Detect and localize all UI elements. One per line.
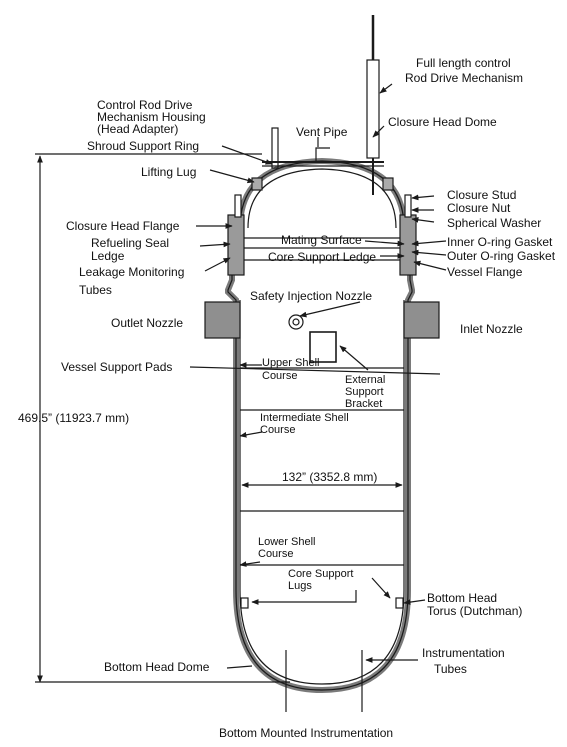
lower-shell-label-2: Course bbox=[258, 548, 294, 560]
intermediate-shell-label-2: Course bbox=[260, 424, 296, 436]
safety-injection-nozzle bbox=[288, 314, 304, 330]
core-support-lugs-label-2: Lugs bbox=[288, 580, 312, 592]
crdm-housing-label-2: Mechanism Housing bbox=[97, 110, 206, 124]
instrumentation-tubes-label-1: Instrumentation bbox=[422, 646, 505, 660]
vent-pipe bbox=[315, 147, 330, 162]
refueling-seal-label-1: Refueling Seal bbox=[91, 236, 170, 250]
external-support-label-2: Support bbox=[345, 386, 384, 398]
crdm-housing bbox=[271, 127, 279, 169]
inner-oring-label: Inner O-ring Gasket bbox=[447, 235, 553, 249]
bottom-head-torus-label-2: Torus (Dutchman) bbox=[427, 604, 523, 618]
outlet-nozzle bbox=[204, 301, 241, 339]
inlet-nozzle-label: Inlet Nozzle bbox=[460, 322, 523, 336]
upper-shell-label-2: Course bbox=[262, 370, 298, 382]
leakage-monitoring-label-1: Leakage Monitoring bbox=[79, 265, 185, 279]
external-support-label-1: External bbox=[345, 374, 386, 386]
diameter-dimension-label: 132” (3352.8 mm) bbox=[282, 470, 378, 484]
instrumentation-tubes-label-2: Tubes bbox=[434, 662, 467, 676]
external-support-label-3: Bracket bbox=[345, 398, 383, 410]
safety-injection-nozzle-label: Safety Injection Nozzle bbox=[250, 289, 373, 303]
spherical-washer-label: Spherical Washer bbox=[447, 216, 542, 230]
lower-shell-label-1: Lower Shell bbox=[258, 536, 316, 548]
lifting-lug-label: Lifting Lug bbox=[141, 165, 197, 179]
closure-head-dome-label: Closure Head Dome bbox=[388, 115, 497, 129]
closure-stud-label: Closure Stud bbox=[447, 188, 517, 202]
closure-head-flange-label: Closure Head Flange bbox=[66, 219, 180, 233]
bottom-mounted-instrumentation-label: Bottom Mounted Instrumentation bbox=[219, 726, 394, 740]
bottom-head-dome-label: Bottom Head Dome bbox=[104, 660, 210, 674]
crdm-housing-label-1: Control Rod Drive bbox=[97, 98, 193, 112]
vessel-flange-label: Vessel Flange bbox=[447, 265, 523, 279]
shroud-support-ring-label: Shroud Support Ring bbox=[87, 139, 200, 153]
vessel-flange bbox=[227, 214, 245, 276]
inlet-nozzle bbox=[403, 301, 440, 339]
lifting-lug bbox=[251, 177, 263, 191]
crdm-housing-label-3: (Head Adapter) bbox=[97, 122, 179, 136]
leakage-monitoring-label-2: Tubes bbox=[79, 283, 112, 297]
refueling-seal-label-2: Ledge bbox=[91, 249, 125, 263]
core-support-lugs-label-1: Core Support bbox=[288, 568, 354, 580]
core-support-lug bbox=[240, 597, 249, 609]
vessel-support-pads-label: Vessel Support Pads bbox=[61, 360, 173, 374]
closure-stud bbox=[234, 194, 242, 218]
mating-surface-label: Mating Surface bbox=[281, 233, 362, 247]
outlet-nozzle-label: Outlet Nozzle bbox=[111, 316, 184, 330]
upper-shell-label-1: Upper Shell bbox=[262, 357, 320, 369]
closure-head-dome bbox=[237, 157, 407, 229]
closure-nut-label: Closure Nut bbox=[447, 201, 511, 215]
crdm-rod bbox=[366, 59, 380, 159]
full-length-crdm-label-1: Full length control bbox=[416, 56, 511, 70]
vent-pipe-label: Vent Pipe bbox=[296, 125, 348, 139]
full-length-crdm-label-2: Rod Drive Mechanism bbox=[405, 71, 524, 85]
core-support-ledge-label: Core Support Ledge bbox=[268, 250, 377, 264]
height-dimension-label: 469.5” (11923.7 mm) bbox=[18, 411, 130, 425]
intermediate-shell-label-1: Intermediate Shell bbox=[260, 412, 349, 424]
outer-oring-label: Outer O-ring Gasket bbox=[447, 249, 556, 263]
external-support-bracket bbox=[309, 331, 337, 363]
bottom-head-torus-label-1: Bottom Head bbox=[427, 591, 498, 605]
